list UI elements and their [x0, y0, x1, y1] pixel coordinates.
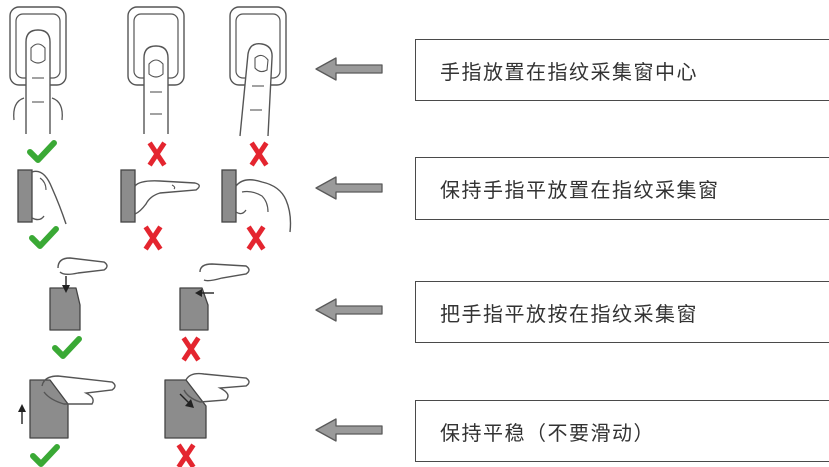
press-finger-correct: [49, 257, 108, 331]
sensor-front-wrong-side: [229, 6, 287, 137]
side-finger-correct: [17, 169, 67, 225]
instruction-text-3: 把手指平放按在指纹采集窗: [440, 301, 698, 326]
x-mark-icon: [253, 145, 265, 163]
instruction-box-4: 保持平稳（不要滑动）: [415, 400, 829, 462]
x-mark-icon: [151, 145, 163, 163]
x-mark-icon: [250, 229, 262, 247]
sensor-front-correct: [9, 6, 67, 134]
left-arrow-icon: [315, 176, 383, 200]
check-mark-icon: [30, 143, 54, 160]
instruction-text-1: 手指放置在指纹采集窗中心: [440, 59, 698, 84]
instruction-box-2: 保持手指平放置在指纹采集窗: [415, 157, 829, 220]
x-mark-icon: [147, 229, 159, 247]
press-finger-wrong: [179, 263, 250, 331]
check-mark-icon: [55, 339, 79, 356]
instruction-box-3: 把手指平放按在指纹采集窗: [415, 281, 829, 343]
left-arrow-icon: [315, 418, 383, 442]
left-arrow-icon: [315, 298, 383, 322]
instruction-box-1: 手指放置在指纹采集窗中心: [415, 39, 829, 101]
x-mark-icon: [180, 447, 192, 465]
check-mark-icon: [32, 229, 56, 246]
side-finger-wrong-angle: [221, 169, 292, 233]
check-mark-icon: [33, 447, 57, 464]
x-mark-icon: [185, 340, 197, 358]
left-arrow-icon: [315, 57, 383, 81]
side-finger-wrong-tip: [120, 169, 200, 223]
instruction-text-4: 保持平稳（不要滑动）: [440, 420, 655, 445]
steady-finger-correct: [18, 375, 116, 439]
steady-finger-wrong: [164, 372, 250, 439]
instruction-text-2: 保持手指平放置在指纹采集窗: [440, 178, 720, 202]
sensor-front-wrong-low: [127, 6, 185, 134]
